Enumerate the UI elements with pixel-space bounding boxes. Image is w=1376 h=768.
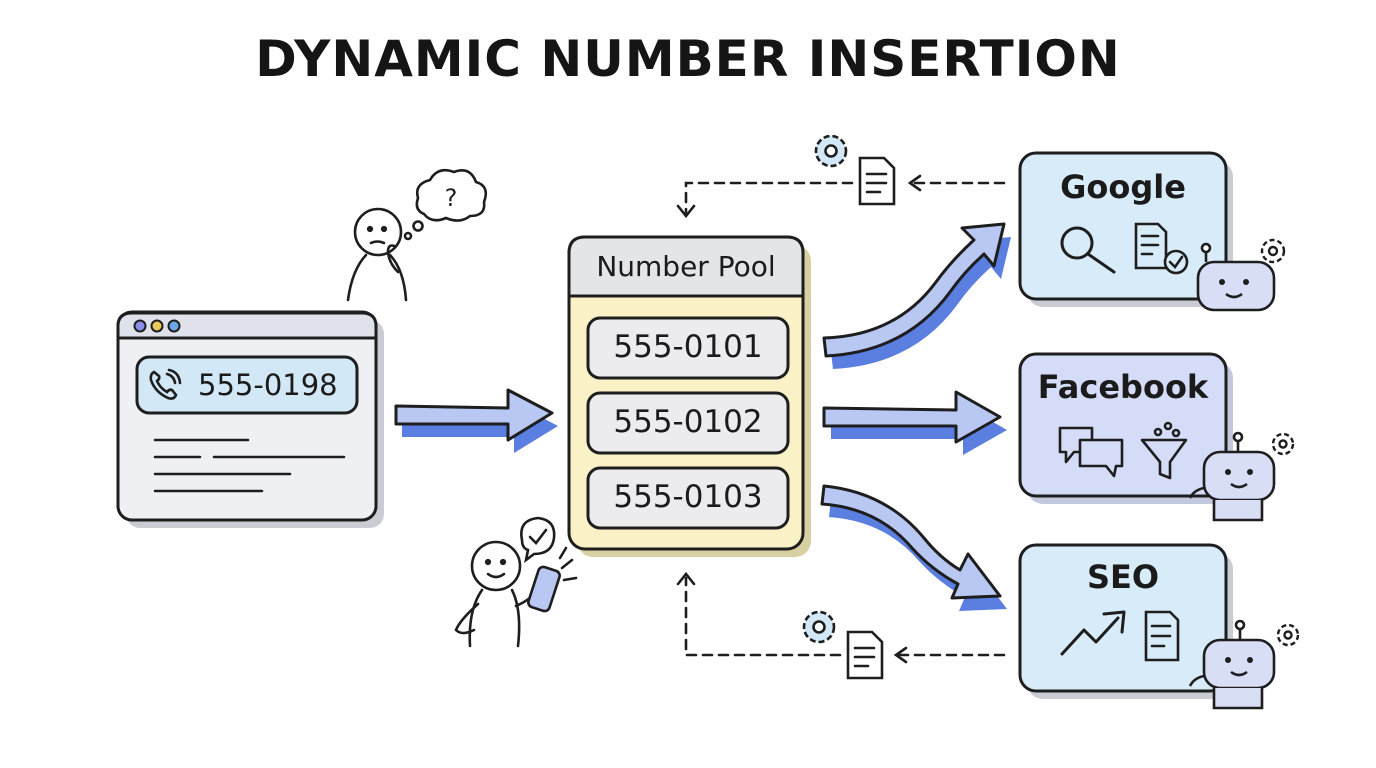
- gear-icon: [1271, 432, 1295, 456]
- number-pool-title: Number Pool: [596, 250, 776, 283]
- document-icon: [858, 156, 896, 206]
- pool-slot-3: [586, 466, 790, 530]
- feedback-arrowhead-bottom-right: [893, 646, 908, 664]
- pool-slot-2: [586, 391, 790, 455]
- number-pool-card: [567, 235, 811, 557]
- smartphone-icon: [527, 546, 578, 613]
- document-check-icon: [1134, 222, 1189, 275]
- gear-icon: [802, 610, 836, 644]
- window-dot-3: [167, 319, 181, 333]
- funnel-icon: [1140, 421, 1188, 480]
- pool-number-2: 555-0102: [613, 404, 763, 440]
- feedback-loop-top: [684, 181, 1006, 216]
- arrow-website-to-pool: [394, 388, 558, 453]
- trend-up-icon: [1060, 610, 1126, 656]
- arrow-pool-to-facebook: [822, 390, 1007, 455]
- phone-number-field: [135, 355, 359, 415]
- source-label-google: Google: [1060, 168, 1186, 206]
- document-icon: [846, 630, 884, 680]
- feedback-loop-bottom: [684, 576, 1006, 657]
- window-dot-1: [133, 319, 147, 333]
- phone-icon: [149, 368, 182, 400]
- pool-slot-1: [586, 316, 790, 380]
- pool-number-3: 555-0103: [613, 479, 763, 515]
- facebook-box: [1018, 352, 1233, 504]
- window-dot-2: [150, 319, 164, 333]
- robot-icon: [1188, 619, 1276, 710]
- visitor-figure: [346, 207, 408, 302]
- robot-icon: [1188, 431, 1276, 522]
- thought-question-mark: ?: [445, 184, 458, 212]
- diagram-title: DYNAMIC NUMBER INSERTION: [255, 30, 1121, 88]
- website-window: [116, 310, 384, 528]
- gear-icon: [1276, 623, 1300, 647]
- source-label-seo: SEO: [1086, 558, 1160, 596]
- robot-icon: [1196, 242, 1276, 312]
- chat-bubbles-icon: [1058, 426, 1124, 478]
- gear-icon: [1260, 238, 1286, 264]
- feedback-arrowhead-top-right: [907, 174, 922, 192]
- feedback-arrowhead-bottom-left: [676, 571, 696, 586]
- caller-figure: [454, 540, 540, 648]
- gear-icon: [814, 134, 848, 168]
- pool-number-1: 555-0101: [613, 329, 763, 365]
- website-phone-number: 555-0198: [198, 368, 338, 402]
- document-icon: [1144, 610, 1180, 662]
- arrow-pool-to-seo: [820, 484, 1007, 611]
- check-bubble-icon: [520, 516, 556, 564]
- arrow-pool-to-google: [822, 222, 1011, 369]
- feedback-arrowhead-top-left: [676, 204, 696, 219]
- magnifier-icon: [1060, 226, 1116, 274]
- thought-bubble-icon: [403, 168, 488, 241]
- source-label-facebook: Facebook: [1037, 368, 1209, 406]
